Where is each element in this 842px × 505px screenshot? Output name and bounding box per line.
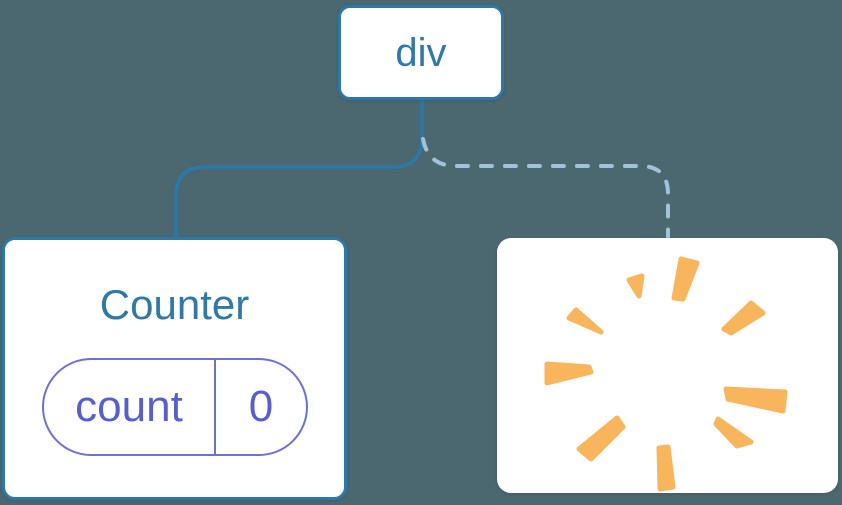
poof-ray [671,256,700,302]
edge-div-to-removed [421,137,670,242]
poof-ray [626,273,645,299]
node-div: div [338,5,504,100]
node-counter: Counter count 0 [2,237,347,500]
edge-div-to-counter [174,99,424,240]
poof-icon [544,256,788,492]
poof-ray [544,361,594,386]
poof-ray [723,386,788,414]
state-value-label: 0 [248,382,274,431]
node-removed [497,238,838,493]
poof-ray [656,444,676,492]
node-counter-title: Counter [99,281,250,328]
poof-ray [713,416,754,449]
poof-rays [544,256,788,492]
state-value-cell: 0 [216,360,306,454]
poof-ray [566,307,604,335]
state-key-label: count [75,382,183,431]
poof-ray [721,300,766,336]
state-pill: count 0 [42,358,308,456]
node-div-label: div [395,30,447,75]
poof-ray [576,415,626,462]
state-key-cell: count [44,360,216,454]
